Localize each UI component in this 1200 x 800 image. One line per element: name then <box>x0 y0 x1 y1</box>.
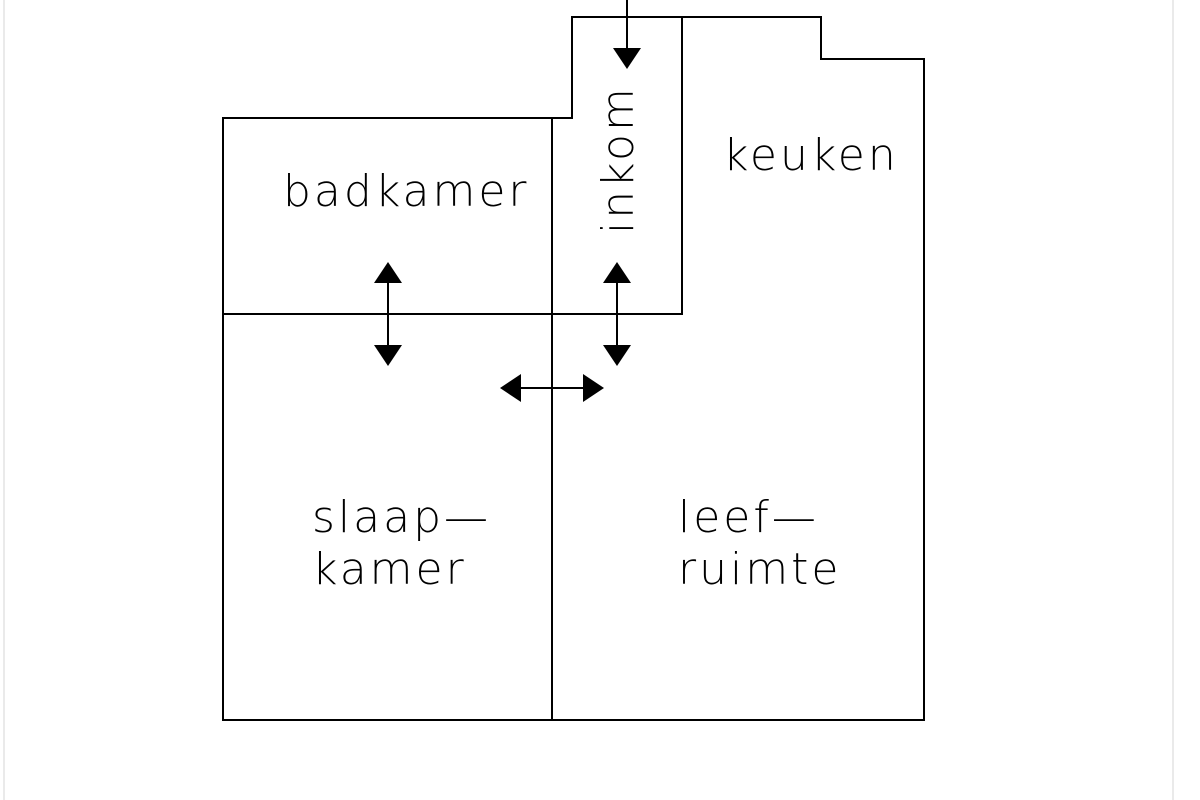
outer-wall <box>222 16 925 721</box>
room-label-leefruimte-line1: leef— <box>678 492 819 543</box>
room-label-leefruimte-line2: ruimte <box>678 544 841 595</box>
arrow-head-down-icon <box>374 345 402 366</box>
door-arrow-bedroom-living <box>500 374 604 402</box>
arrow-head-down-icon <box>603 345 631 366</box>
arrow-head-right-icon <box>583 374 604 402</box>
room-label-slaapkamer-line1: slaap— <box>312 492 491 543</box>
room-label-badkamer: badkamer <box>283 166 530 217</box>
room-label-inkom: inkom <box>593 85 644 234</box>
door-arrow-bathroom-bedroom <box>374 262 402 366</box>
door-arrow-entrance-living <box>603 262 631 366</box>
arrow-head-up-icon <box>374 262 402 283</box>
arrow-head-left-icon <box>500 374 521 402</box>
arrow-head-up-icon <box>603 262 631 283</box>
entrance-arrow <box>613 0 641 69</box>
arrow-head-down-icon <box>613 48 641 69</box>
room-label-keuken: keuken <box>723 130 899 181</box>
room-label-slaapkamer-line2: kamer <box>312 544 467 595</box>
